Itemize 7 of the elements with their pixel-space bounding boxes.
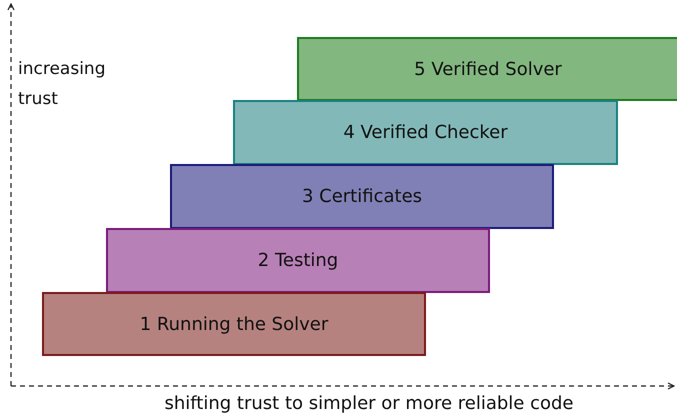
step-box: 5 Verified Solver — [297, 37, 677, 101]
step-box: 3 Certificates — [170, 164, 554, 229]
axis-label: shifting trust to simpler or more reliable code — [164, 392, 574, 416]
step-box: 4 Verified Checker — [233, 100, 618, 165]
axis-label: increasing trust — [18, 58, 106, 111]
step-box: 1 Running the Solver — [42, 292, 426, 356]
step-box: 2 Testing — [106, 228, 490, 293]
